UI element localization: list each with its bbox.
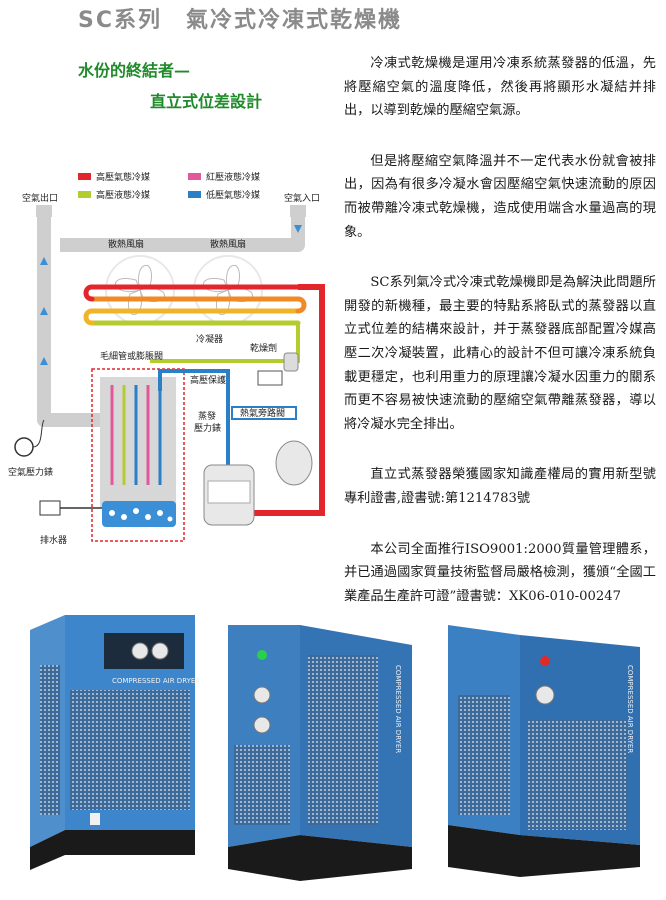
- fan-icon: [105, 255, 175, 325]
- side-louver: [40, 665, 60, 815]
- front-louver: [70, 690, 190, 810]
- legend-swatch-pink: [188, 173, 201, 180]
- dryer-unit-angle: COMPRESSED AIR DRYER: [228, 625, 412, 881]
- side-louver: [528, 720, 628, 830]
- compressor-label-plate: [207, 480, 251, 504]
- drain-label: 排水器: [40, 534, 67, 546]
- subtitle-line-2: 直立式位差設計: [150, 92, 263, 111]
- legend-label: 高壓液態冷媒: [96, 189, 150, 201]
- suction-line: [158, 369, 230, 465]
- condenser-label: 冷凝器: [196, 333, 223, 345]
- gauge-pipe: [32, 419, 45, 448]
- dryer-unit-front: COMPRESSED AIR DRYER: [30, 615, 200, 870]
- body-text: 冷凍式乾燥機是運用冷凍系統蒸發器的低溫，先將壓縮空氣的溫度降低，然後再將顯形水凝…: [344, 52, 656, 635]
- paragraph-iso: 本公司全面推行ISO9001:2000質量管理體系，并已通過國家質量技術監督局嚴…: [344, 541, 656, 604]
- fan-label: 散熱風扇: [108, 238, 144, 250]
- front-louver: [458, 695, 510, 815]
- high-pressure-switch-label: 高壓保護: [190, 374, 226, 386]
- capillary-label: 毛細管或膨脹閥: [100, 350, 163, 362]
- paragraph-patent: 直立式蒸發器榮獲國家知識產權局的實用新型號專利證書,證書號:第1214783號: [344, 467, 656, 506]
- legend: 高壓氣態冷媒 紅壓液態冷媒 高壓液態冷媒 低壓氣態冷媒: [78, 171, 260, 201]
- gauge-icon: [14, 437, 34, 457]
- fan-icon: [193, 255, 263, 325]
- air-outlet-label: 空氣出口: [22, 192, 58, 204]
- legend-swatch-green: [78, 191, 91, 198]
- subtitle-line-1: 水份的終結者—: [78, 61, 191, 80]
- legend-label: 紅壓液態冷媒: [206, 171, 260, 183]
- drain-icon: [39, 500, 61, 516]
- dryer-base: [228, 835, 412, 881]
- gauge-icon: [253, 686, 271, 704]
- side-label: COMPRESSED AIR DRYER: [394, 665, 402, 753]
- indicator-light: [540, 656, 550, 666]
- liquid-line: [150, 323, 300, 363]
- air-outlet-port: [36, 205, 52, 217]
- dryer-unit-side: COMPRESSED AIR DRYER: [448, 625, 640, 877]
- warning-label: [90, 813, 100, 825]
- gauge-icon: [253, 716, 271, 734]
- dryer-base: [30, 830, 195, 870]
- paragraph-intro: 冷凍式乾燥機是運用冷凍系統蒸發器的低溫，先將壓縮空氣的溫度降低，然後再將顯形水凝…: [344, 56, 656, 119]
- evap-gauge-label-1: 蒸發: [198, 410, 216, 422]
- page-title: SC系列 氣冷式冷凍式乾燥機: [78, 8, 402, 33]
- paragraph-solution: SC系列氣冷式冷凍式乾燥機即是為解決此問題所開發的新機種，最主要的特點系將臥式的…: [344, 275, 656, 432]
- gauge-icon: [131, 642, 149, 660]
- fan-label: 散熱風扇: [210, 238, 246, 250]
- pressure-switch-icon: [257, 370, 283, 386]
- legend-swatch-blue: [188, 191, 201, 198]
- condensate-water: [102, 501, 176, 527]
- hot-gas-line: [250, 284, 325, 516]
- panel-label: COMPRESSED AIR DRYER: [112, 677, 200, 685]
- evaporator-box: [91, 368, 185, 542]
- evaporator-tubes: [110, 385, 162, 485]
- side-louver: [308, 655, 378, 825]
- airflow-arrows: [40, 225, 302, 365]
- refrigeration-diagram: 高壓氣態冷媒 紅壓液態冷媒 高壓液態冷媒 低壓氣態冷媒 空氣出口 空氣入口 散熱…: [8, 171, 325, 546]
- air-pressure-gauge-label: 空氣壓力錶: [8, 466, 53, 478]
- legend-label: 低壓氣態冷媒: [206, 189, 260, 201]
- legend-swatch-red: [78, 173, 91, 180]
- paragraph-problem: 但是將壓縮空氣降溫并不一定代表水份就會被排出，因為有很多冷凝水會因壓縮空氣快速流…: [344, 153, 656, 240]
- condenser-coil: [83, 284, 307, 326]
- dryer-filter-icon: [283, 352, 299, 372]
- dryer-base: [448, 825, 640, 877]
- legend-label: 高壓氣態冷媒: [96, 171, 150, 183]
- gauge-icon: [535, 685, 555, 705]
- gauge-icon: [151, 642, 169, 660]
- hot-gas-bypass-line: [231, 406, 297, 420]
- dryer-filter-label: 乾燥劑: [250, 342, 277, 354]
- water-bubbles: [109, 508, 173, 522]
- evap-gauge-label-2: 壓力錶: [194, 422, 221, 434]
- front-louver: [234, 745, 290, 825]
- side-label: COMPRESSED AIR DRYER: [626, 665, 634, 753]
- hot-gas-valve-label: 熱氣旁路閥: [240, 407, 285, 419]
- product-photos: COMPRESSED AIR DRYER COMPRESSED AIR DRYE…: [30, 615, 640, 881]
- receiver-icon: [275, 440, 313, 486]
- air-inlet-label: 空氣入口: [284, 192, 320, 204]
- indicator-light: [257, 650, 267, 660]
- air-inlet-port: [290, 205, 306, 217]
